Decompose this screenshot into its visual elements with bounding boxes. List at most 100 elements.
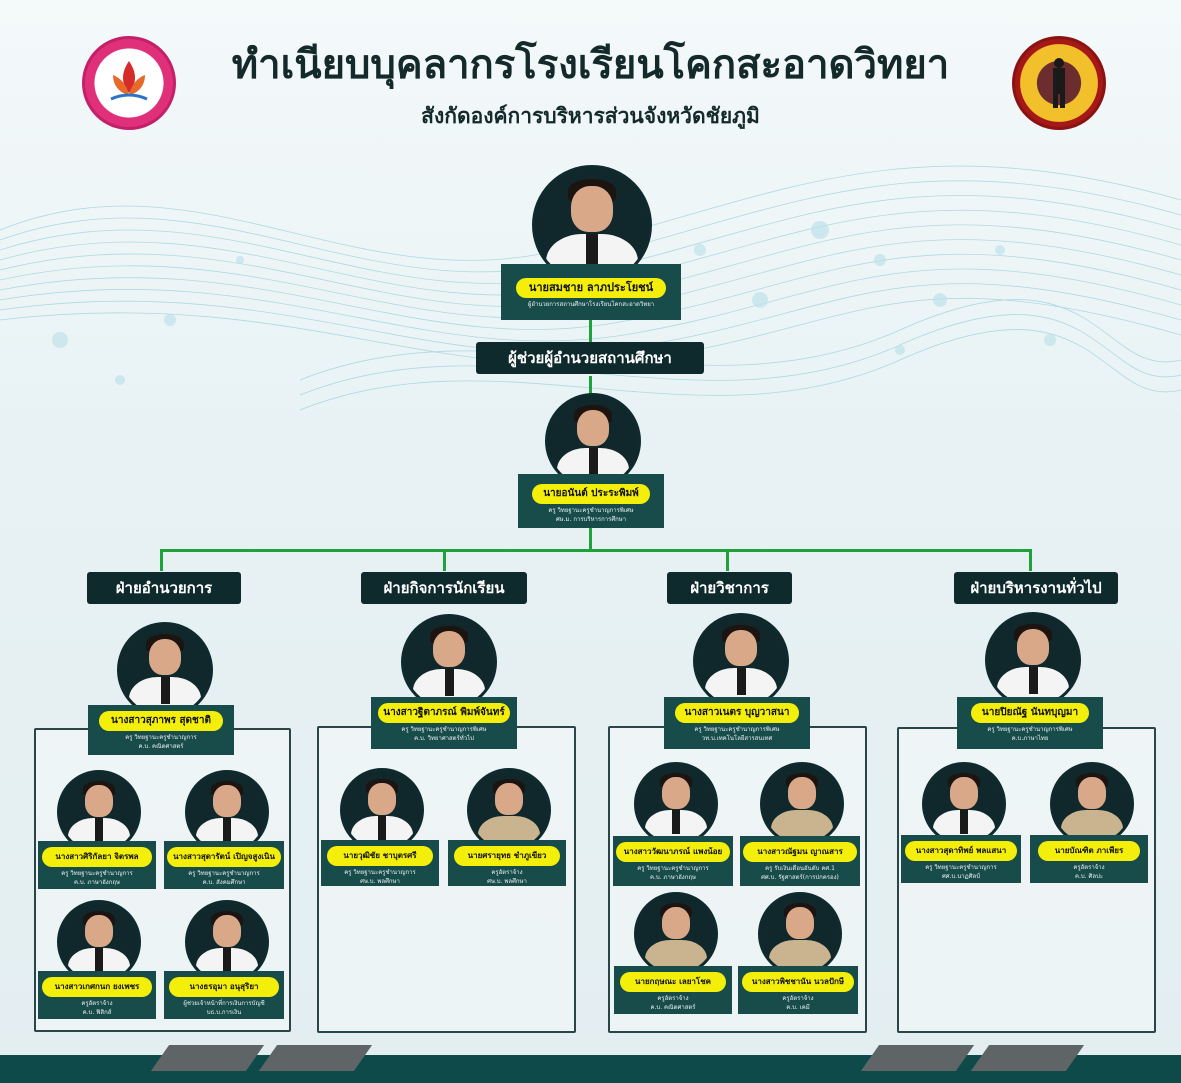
department-head-card: นางสาวฐิตาภรณ์ พิมพ์จันทร์ ครู วิทยฐานะค… bbox=[371, 697, 517, 749]
person-photo bbox=[758, 892, 842, 976]
page-title: ทำเนียบบุคลากรโรงเรียนโคกสะอาดวิทยา bbox=[231, 42, 950, 88]
person-degree: ศศ.บ.นาฏศิลป์ bbox=[941, 873, 981, 880]
person-position: ครูอัตราจ้าง bbox=[657, 995, 689, 1002]
member-card: นายศรายุทธ ชำภูเขียว ครูอัตราจ้าง ศษ.บ. … bbox=[448, 840, 566, 886]
person-degree: ค.บ. คณิตศาสตร์ bbox=[138, 743, 184, 750]
person-photo bbox=[117, 622, 213, 718]
lotus-icon bbox=[110, 61, 148, 101]
person-degree: ค.บ. เคมี bbox=[786, 1004, 810, 1011]
director-name: นายสมชาย ลาภประโยชน์ bbox=[516, 278, 666, 298]
statue-icon bbox=[1053, 58, 1065, 108]
department-label-admin: ฝ่ายอำนวยการ bbox=[87, 572, 241, 604]
person-name: นางสาววัฒนาภรณ์ แพงน้อย bbox=[616, 842, 730, 862]
person-photo bbox=[985, 612, 1081, 708]
person-name: นางสาวสุภาพร สุดชาติ bbox=[99, 711, 223, 731]
person-photo bbox=[401, 614, 497, 710]
connector-line bbox=[726, 549, 729, 571]
assistant-info: ครู วิทยฐานะครูชำนาญการพิเศษ bbox=[548, 507, 634, 514]
assistant-card: นายอนันต์ ประระพิมพ์ ครู วิทยฐานะครูชำนา… bbox=[518, 474, 664, 528]
connector-line bbox=[589, 318, 592, 348]
person-position: ครู วิทยฐานะครูชำนาญการพิเศษ bbox=[694, 726, 780, 733]
assistant-degree: ศษ.ม. การบริหารการศึกษา bbox=[555, 516, 627, 523]
person-position: ครู วิทยฐานะครูชำนาญการ bbox=[61, 870, 133, 877]
member-card: นางสาวสุดาทิพย์ พลแสนา ครู วิทยฐานะครูชำ… bbox=[901, 835, 1021, 883]
person-photo bbox=[634, 892, 718, 976]
department-head-card: นายปิยณัฐ นันทบุญมา ครู วิทยฐานะครูชำนาญ… bbox=[957, 697, 1103, 749]
assistant-photo bbox=[545, 393, 641, 489]
person-degree: ศศ.บ. รัฐศาสตร์(การปกครอง) bbox=[761, 874, 839, 881]
person-degree: ค.บ. ภาษาอังกฤษ bbox=[74, 879, 120, 886]
person-position: ครู วิทยฐานะครูชำนาญการ bbox=[637, 865, 709, 872]
member-card: นางธรอุมา อนุสุริยา ผู้ช่วยเจ้าหน้าที่กา… bbox=[164, 971, 284, 1019]
person-position: ครู วิทยฐานะครูชำนาญการ bbox=[125, 734, 197, 741]
connector-line bbox=[589, 528, 592, 550]
person-degree: ค.บ.ภาษาไทย bbox=[1011, 735, 1049, 742]
connector-line bbox=[160, 549, 1032, 552]
director-card: นายสมชาย ลาภประโยชน์ ผู้อำนวยการสถานศึกษ… bbox=[501, 264, 681, 320]
member-card: นางสาวพิชชานัน นวลปักษี ครูอัตราจ้าง ค.บ… bbox=[738, 966, 858, 1014]
person-degree: บธ.บ.การเงิน bbox=[206, 1009, 242, 1016]
person-position: ครูอัตราจ้าง bbox=[782, 995, 814, 1002]
person-position: ครู วิทยฐานะครูชำนาญการ bbox=[188, 870, 260, 877]
member-card: นางสาวศิริกัลยา จิตรพล ครู วิทยฐานะครูชำ… bbox=[38, 841, 156, 889]
person-degree: ค.บ. ศิลปะ bbox=[1074, 873, 1104, 880]
person-photo bbox=[57, 900, 141, 984]
person-degree: ศษ.บ. พลศึกษา bbox=[360, 878, 400, 885]
department-head-card: นางสาวสุภาพร สุดชาติ ครู วิทยฐานะครูชำนา… bbox=[88, 705, 234, 755]
person-name: นายกฤษณะ เลยาโชค bbox=[620, 972, 726, 992]
person-name: นายวุฒิชัย ชาบุตรศรี bbox=[327, 846, 433, 866]
person-name: นางธรอุมา อนุสุริยา bbox=[169, 977, 279, 997]
page-subtitle: สังกัดองค์การบริหารส่วนจังหวัดชัยภูมิ bbox=[421, 104, 760, 128]
connector-line bbox=[1029, 549, 1032, 571]
person-position: ครู วิทยฐานะครูชำนาญการพิเศษ bbox=[987, 726, 1073, 733]
person-photo bbox=[185, 770, 269, 854]
person-degree: วท.บ.เทคโนโลยีสารสนเทศ bbox=[701, 735, 773, 742]
member-card: นางสาวณัฐมน ญาณสาร ครู รับเงินเดือนอันดั… bbox=[740, 836, 860, 886]
person-name: นางสาวเกศกนก ยงเพชร bbox=[42, 977, 152, 997]
connector-line bbox=[160, 549, 163, 571]
person-position: ครูอัตราจ้าง bbox=[491, 869, 523, 876]
person-position: ครู รับเงินเดือนอันดับ คศ.1 bbox=[765, 865, 835, 872]
department-label-general: ฝ่ายบริหารงานทั่วไป bbox=[954, 572, 1118, 604]
person-degree: ค.บ. วิทยาศาสตร์ทั่วไป bbox=[414, 735, 474, 742]
person-degree: ศษ.บ. พลศึกษา bbox=[487, 878, 527, 885]
person-position: ครู วิทยฐานะครูชำนาญการ bbox=[344, 869, 416, 876]
person-name: นายศรายุทธ ชำภูเขียว bbox=[454, 846, 560, 866]
person-position: ครูอัตราจ้าง bbox=[81, 1000, 113, 1007]
person-name: นางสาวณัฐมน ญาณสาร bbox=[743, 842, 857, 862]
person-name: นางสาวพิชชานัน นวลปักษี bbox=[742, 972, 854, 992]
person-name: นางสาวเนตร บุญวาสนา bbox=[675, 703, 799, 723]
person-name: นายบัณฑิต ภาเพียร bbox=[1038, 841, 1140, 861]
person-degree: ค.บ. ฟิสิกส์ bbox=[82, 1009, 112, 1016]
assistant-name: นายอนันต์ ประระพิมพ์ bbox=[532, 484, 650, 504]
member-card: นายวุฒิชัย ชาบุตรศรี ครู วิทยฐานะครูชำนา… bbox=[321, 840, 439, 886]
footer-stripe bbox=[258, 1045, 373, 1071]
person-name: นางสาวฐิตาภรณ์ พิมพ์จันทร์ bbox=[378, 703, 510, 723]
person-photo bbox=[634, 762, 718, 846]
person-name: นางสาวศิริกัลยา จิตรพล bbox=[42, 847, 152, 867]
person-photo bbox=[760, 762, 844, 846]
connector-line bbox=[443, 549, 446, 571]
assistant-section-label: ผู้ช่วยผู้อำนวยสถานศึกษา bbox=[476, 342, 704, 374]
member-card: นายบัณฑิต ภาเพียร ครูอัตราจ้าง ค.บ. ศิลป… bbox=[1030, 835, 1148, 883]
person-name: นางสาวสุดารัตน์ เปิญจสูงเนิน bbox=[167, 847, 281, 867]
director-position: ผู้อำนวยการสถานศึกษาโรงเรียนโคกสะอาดวิทย… bbox=[527, 301, 655, 308]
school-logo bbox=[82, 36, 176, 130]
member-card: นางสาววัฒนาภรณ์ แพงน้อย ครู วิทยฐานะครูช… bbox=[613, 836, 733, 886]
pao-logo bbox=[1012, 36, 1106, 130]
person-degree: ค.บ. คณิตศาสตร์ bbox=[650, 1004, 696, 1011]
member-card: นายกฤษณะ เลยาโชค ครูอัตราจ้าง ค.บ. คณิตศ… bbox=[614, 966, 732, 1014]
department-label-academic: ฝ่ายวิชาการ bbox=[667, 572, 792, 604]
person-position: ครู วิทยฐานะครูชำนาญการ bbox=[925, 864, 997, 871]
person-photo bbox=[922, 762, 1006, 846]
footer-stripe bbox=[150, 1045, 265, 1071]
person-name: นายปิยณัฐ นันทบุญมา bbox=[971, 703, 1089, 723]
person-degree: ค.บ. สังคมศึกษา bbox=[202, 879, 246, 886]
footer-stripe bbox=[970, 1045, 1085, 1071]
person-position: ครู วิทยฐานะครูชำนาญการพิเศษ bbox=[401, 726, 487, 733]
department-label-student-affairs: ฝ่ายกิจการนักเรียน bbox=[361, 572, 527, 604]
person-degree: ค.บ. ภาษาอังกฤษ bbox=[650, 874, 696, 881]
person-position: ผู้ช่วยเจ้าหน้าที่การเงินการบัญชี bbox=[183, 1000, 265, 1007]
person-photo bbox=[1050, 762, 1134, 846]
footer-stripe bbox=[860, 1045, 975, 1071]
